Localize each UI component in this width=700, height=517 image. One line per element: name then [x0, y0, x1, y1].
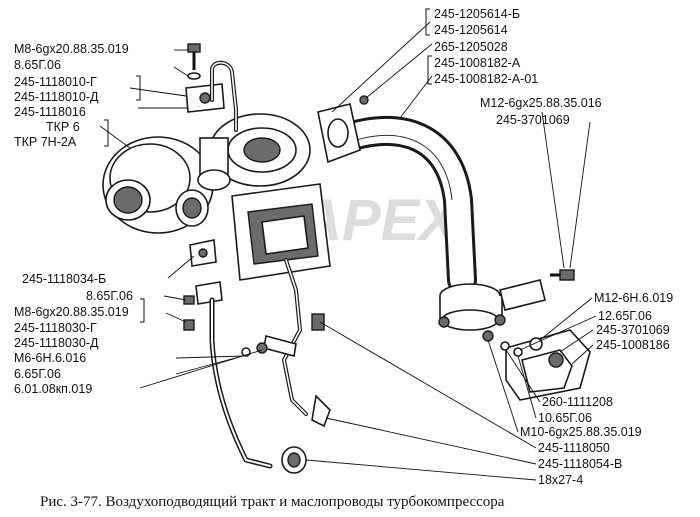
- part-label: 12.65Г.06: [598, 309, 652, 323]
- part-label: 245-3701069: [596, 323, 670, 337]
- part-label: М10-6gx25.88.35.019: [520, 425, 642, 439]
- oil-hose: [281, 446, 307, 474]
- bracket-bolts: [183, 295, 195, 331]
- part-label: 6.65Г.06: [14, 367, 61, 381]
- oil-gasket: [185, 83, 225, 305]
- part-label: 260-1111208: [542, 395, 613, 409]
- part-label: 8.65Г.06: [86, 289, 133, 303]
- part-label: М6-6Н.6.016: [14, 351, 86, 365]
- turbocharger-compressor: [102, 136, 214, 234]
- part-label: 245-1118054-В: [538, 457, 622, 471]
- part-label: 245-1118010-Г: [14, 75, 97, 89]
- part-label: 245-1008182-А: [434, 56, 521, 70]
- part-labels: 245-1205614-Б 245-1205614 265-1205028 24…: [14, 7, 673, 487]
- air-intake-pipe: [325, 115, 477, 295]
- part-label: 245-1118030-Г: [14, 321, 97, 335]
- part-label: 245-1118016: [14, 105, 86, 119]
- tube-clamp: [241, 335, 297, 357]
- label-brackets: [104, 8, 432, 323]
- oil-feed-tube: [210, 60, 238, 132]
- part-label: 245-1118050: [538, 441, 610, 455]
- part-label: М12-6Н.6.019: [594, 291, 673, 305]
- support-bracket: [482, 329, 591, 401]
- pipe-elbow-lower: [438, 279, 546, 331]
- part-label: ТКР 6: [46, 120, 80, 134]
- turbocharger-turbine: [197, 113, 311, 191]
- tube-fittings: [311, 313, 331, 428]
- part-label: ТКР 7Н-2А: [14, 135, 77, 149]
- part-label: 245-1008186: [596, 338, 670, 352]
- part-label: М8-6gx20.88.35.019: [14, 305, 129, 319]
- part-label: 18x27-4: [538, 473, 583, 487]
- part-label: 245-1205614: [434, 23, 508, 37]
- exhaust-flange: [231, 183, 331, 281]
- part-label: 265-1205028: [434, 40, 508, 54]
- part-label: 245-1008182-А-01: [434, 72, 538, 86]
- part-label: М12-6gx25.88.35.016: [480, 96, 602, 110]
- part-label: 10.65Г.06: [538, 411, 592, 425]
- part-label: 245-1118030-Д: [14, 336, 99, 350]
- leader-lines: [99, 21, 597, 481]
- part-label: 6.01.08кп.019: [14, 382, 92, 396]
- part-label: М8-6gx20.88.35.019: [14, 42, 129, 56]
- part-label: 245-1118010-Д: [14, 90, 99, 104]
- part-label: 8.65Г.06: [14, 58, 61, 72]
- oil-drain-tube: [209, 258, 308, 469]
- part-label: 245-1118034-Б: [22, 272, 106, 286]
- pipe-bolt: [550, 269, 575, 281]
- drawing: [102, 43, 591, 474]
- top-bolt: [187, 43, 201, 80]
- part-label: 245-1205614-Б: [434, 7, 520, 21]
- figure-caption: Рис. 3-77. Воздухоподводящий тракт и мас…: [40, 494, 505, 510]
- part-label: 245-3701069: [496, 113, 570, 127]
